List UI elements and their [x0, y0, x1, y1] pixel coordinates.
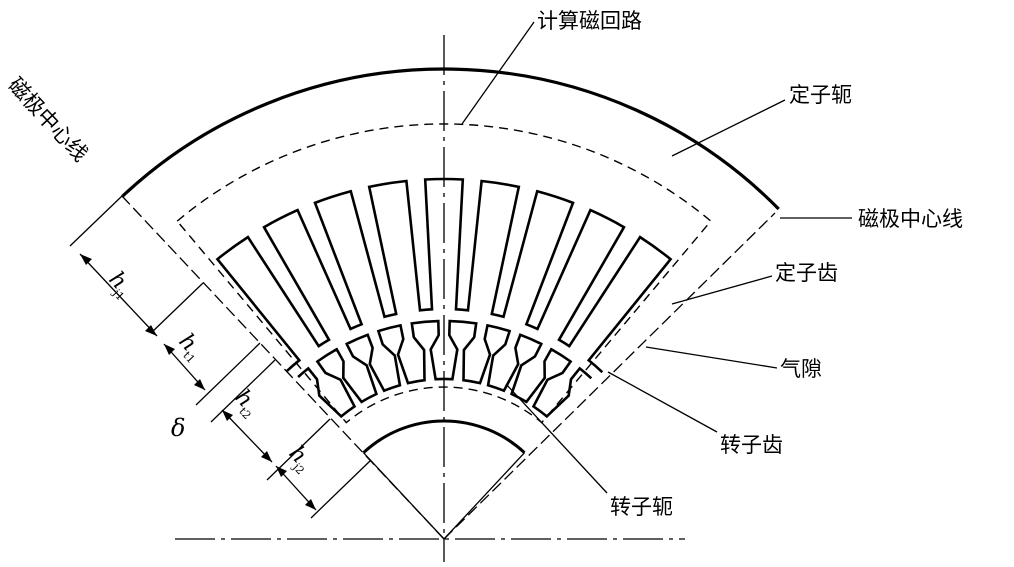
label-pole-center-right: 磁极中心线 — [858, 207, 963, 231]
rotor-yoke-boundary — [362, 419, 526, 454]
rotor-yoke-arc — [362, 419, 526, 540]
stator-slots-outline — [215, 177, 673, 374]
stator-outer-boundary — [121, 67, 780, 211]
calculated-magnetic-path — [176, 123, 712, 424]
pole-center-line-right — [443, 212, 776, 540]
leader-lines — [461, 21, 852, 494]
dimension-ht2: h t2 — [230, 385, 258, 422]
rotor-yoke-radial-lines — [363, 452, 525, 540]
label-pole-center-left: 磁极中心线 — [3, 73, 92, 166]
dimension-delta: δ — [171, 414, 185, 442]
label-air-gap: 气隙 — [780, 357, 822, 381]
magnetic-path-dashed — [176, 123, 712, 424]
dimension-ht1: h t1 — [174, 329, 202, 366]
stator-outer-arc — [121, 67, 780, 211]
label-stator-yoke: 定子轭 — [789, 83, 852, 107]
label-rotor-tooth: 转子齿 — [720, 433, 783, 457]
rotor-slots-outline — [297, 319, 593, 419]
dimension-hj1: h j1 — [104, 267, 132, 303]
dimension-arrows — [80, 254, 316, 510]
stator-teeth-outline — [215, 177, 673, 374]
label-calc-magnetic-path: 计算磁回路 — [537, 9, 642, 33]
rotor-teeth-outline — [297, 319, 593, 419]
label-stator-tooth: 定子齿 — [775, 261, 838, 285]
label-rotor-yoke: 转子轭 — [610, 495, 673, 519]
dimension-hj2: h j2 — [284, 441, 312, 477]
